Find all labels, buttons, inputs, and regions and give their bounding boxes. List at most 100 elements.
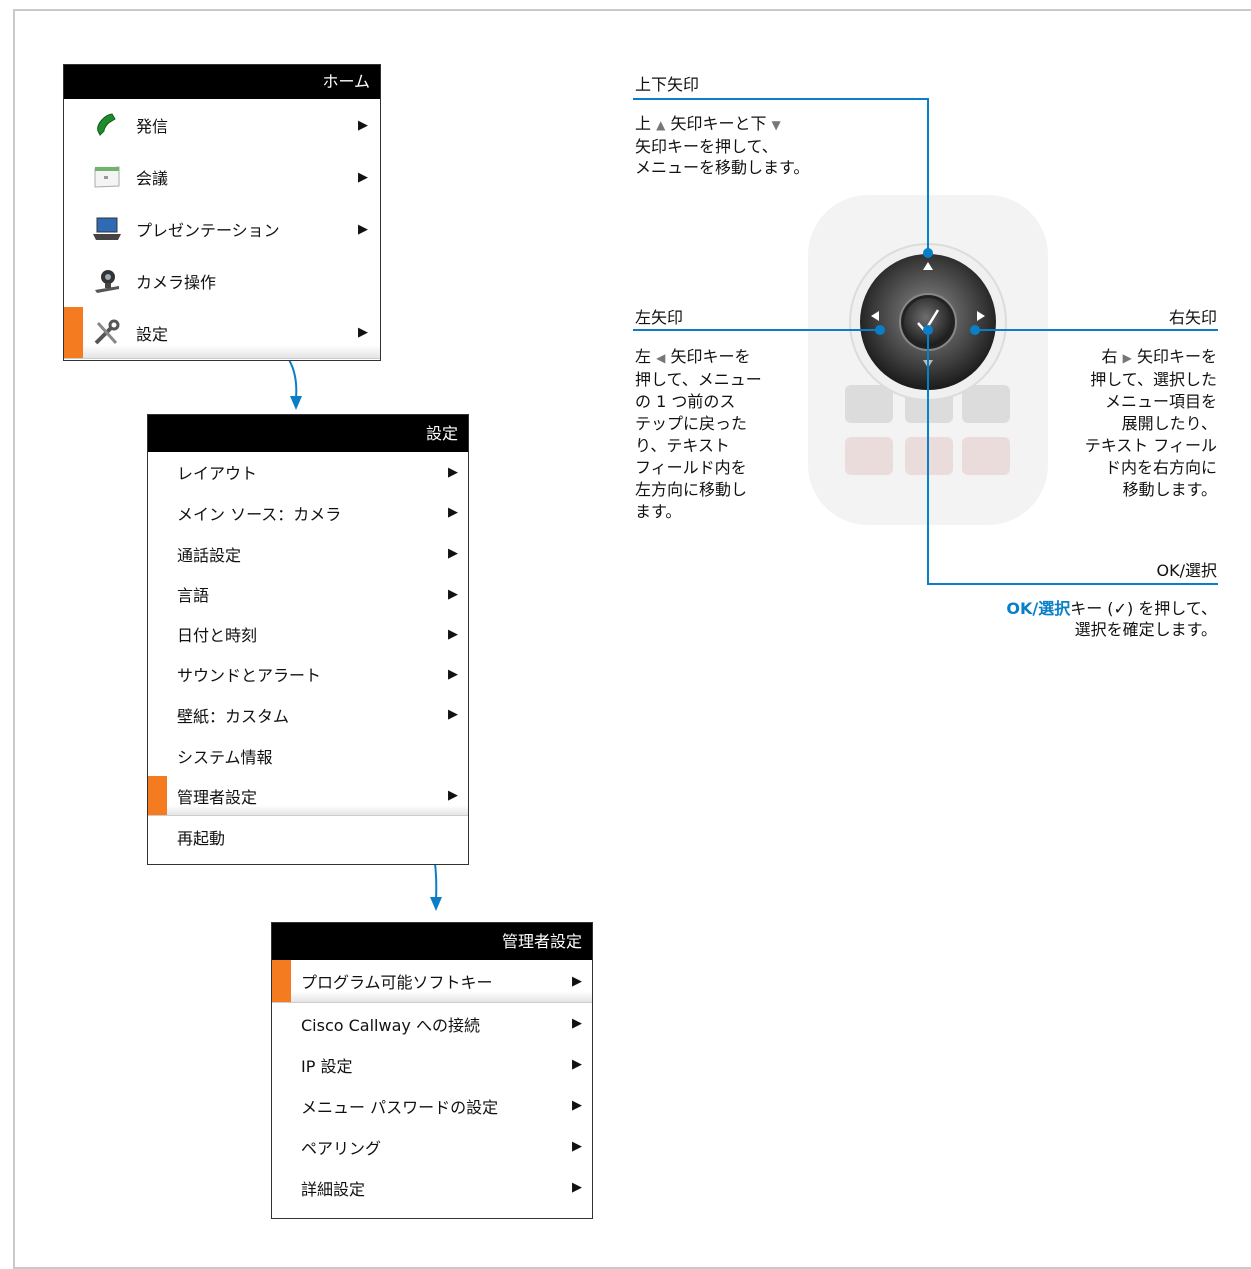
right-text-line: 押して、選択した <box>1090 370 1217 389</box>
left-callout-text: 左 ◀ 矢印キーを 押して、メニュー の 1 つ前のス テップに戻った り、テキ… <box>635 346 762 523</box>
right-text-segment: 矢印キーを <box>1136 347 1217 366</box>
menu-item-meeting[interactable]: 会議 ▶ <box>64 151 380 203</box>
menu-item-label: カメラ操作 <box>136 273 217 292</box>
menu-item-date-time[interactable]: 日付と時刻 ▶ <box>148 614 468 654</box>
admin-menu-title: 管理者設定 <box>272 923 592 960</box>
submenu-arrow-icon: ▶ <box>572 1139 582 1154</box>
menu-item-label: レイアウト <box>177 464 258 483</box>
menu-item-label: プログラム可能ソフトキー <box>301 973 493 992</box>
menu-item-label: 会議 <box>136 169 169 188</box>
ok-callout-text: OK/選択キー (✓) を押して、 選択を確定します。 <box>1006 598 1217 640</box>
updown-callout-text: 上 ▲ 矢印キーと下 ▼ 矢印キーを押して、 メニューを移動します。 <box>635 113 809 178</box>
submenu-arrow-icon: ▶ <box>448 707 458 722</box>
menu-item-programmable-softkeys[interactable]: プログラム可能ソフトキー ▶ <box>272 960 592 1003</box>
menu-item-sounds-alerts[interactable]: サウンドとアラート ▶ <box>148 654 468 694</box>
left-text-line: ます。 <box>635 502 682 521</box>
menu-item-label: 再起動 <box>177 828 226 848</box>
menu-item-callway[interactable]: Cisco Callway への接続 ▶ <box>272 1003 592 1044</box>
left-text-line: フィールド内を <box>635 458 747 477</box>
up-arrow-icon: ▲ <box>656 118 666 132</box>
submenu-arrow-icon: ▶ <box>358 169 368 185</box>
menu-item-label: IP 設定 <box>301 1056 353 1076</box>
right-text-line: テキスト フィール <box>1084 436 1217 455</box>
menu-item-system-info[interactable]: システム情報 <box>148 735 468 776</box>
submenu-arrow-icon: ▶ <box>448 546 458 561</box>
menu-item-label: メイン ソース：カメラ <box>177 504 342 524</box>
calendar-icon <box>90 162 124 192</box>
right-text-line: ド内を右方向に <box>1104 458 1217 477</box>
menu-item-label: 言語 <box>177 586 210 605</box>
left-arrow-icon: ◀ <box>656 351 666 365</box>
submenu-arrow-icon: ▶ <box>358 117 368 133</box>
settings-menu-title: 設定 <box>148 415 468 452</box>
submenu-arrow-icon: ▶ <box>448 464 458 480</box>
left-text-line: の 1 つ前のス <box>635 392 736 411</box>
left-text-segment: 矢印キーを <box>670 347 751 366</box>
menu-item-restart[interactable]: 再起動 <box>148 816 468 857</box>
menu-item-pairing[interactable]: ペアリング ▶ <box>272 1126 592 1167</box>
menu-item-label: 通話設定 <box>177 545 242 565</box>
submenu-arrow-icon: ▶ <box>572 1180 582 1195</box>
menu-item-label: サウンドとアラート <box>177 666 322 685</box>
right-text-line: 移動します。 <box>1122 480 1217 499</box>
right-text-line: メニュー項目を <box>1104 392 1217 411</box>
ok-text-segment: キー (✓) を押して、 <box>1070 599 1217 618</box>
down-arrow-icon: ▼ <box>771 118 781 132</box>
updown-text-line: 矢印キーを押して、 <box>635 137 778 156</box>
updown-callout-title: 上下矢印 <box>635 75 700 94</box>
menu-item-label: システム情報 <box>177 747 273 767</box>
menu-item-layout[interactable]: レイアウト ▶ <box>148 452 468 492</box>
menu-item-language[interactable]: 言語 ▶ <box>148 574 468 614</box>
updown-text-segment: 上 <box>635 114 652 133</box>
submenu-arrow-icon: ▶ <box>448 505 458 520</box>
selection-indicator <box>148 776 167 815</box>
selection-indicator <box>64 307 83 358</box>
menu-item-label: 詳細設定 <box>301 1179 366 1199</box>
menu-item-main-source[interactable]: メイン ソース：カメラ ▶ <box>148 492 468 533</box>
right-text-segment: 右 <box>1101 347 1118 366</box>
phone-icon <box>90 110 124 140</box>
right-callout-text: 右 ▶ 矢印キーを 押して、選択した メニュー項目を 展開したり、 テキスト フ… <box>1085 346 1217 501</box>
right-arrow-icon: ▶ <box>1122 351 1132 365</box>
ok-callout-title: OK/選択 <box>1156 561 1217 580</box>
home-menu: ホーム 発信 ▶ 会議 ▶ プレゼンテーション ▶ カメラ操作 設定 ▶ <box>63 64 381 361</box>
menu-item-camera[interactable]: カメラ操作 <box>64 255 380 307</box>
menu-item-call[interactable]: 発信 ▶ <box>64 99 380 151</box>
laptop-icon <box>90 214 124 244</box>
left-text-line: 左方向に移動し <box>635 480 748 499</box>
admin-settings-menu: 管理者設定 プログラム可能ソフトキー ▶ Cisco Callway への接続 … <box>271 922 593 1219</box>
menu-item-label: 管理者設定 <box>177 787 258 807</box>
ok-key-name: OK/選択 <box>1006 599 1071 618</box>
left-callout-title: 左矢印 <box>635 308 684 327</box>
right-text-line: 展開したり、 <box>1121 414 1217 433</box>
menu-item-label: ペアリング <box>301 1138 382 1158</box>
submenu-arrow-icon: ▶ <box>572 1016 582 1031</box>
submenu-arrow-icon: ▶ <box>448 666 458 682</box>
submenu-arrow-icon: ▶ <box>448 626 458 642</box>
menu-item-admin-settings[interactable]: 管理者設定 ▶ <box>148 776 468 816</box>
menu-item-call-settings[interactable]: 通話設定 ▶ <box>148 533 468 574</box>
left-text-line: り、テキスト <box>635 436 730 455</box>
menu-item-ip-settings[interactable]: IP 設定 ▶ <box>272 1044 592 1085</box>
settings-menu: 設定 レイアウト ▶ メイン ソース：カメラ ▶ 通話設定 ▶ 言語 ▶ 日付と… <box>147 414 469 865</box>
menu-item-wallpaper[interactable]: 壁紙：カスタム ▶ <box>148 694 468 735</box>
left-text-line: 押して、メニュー <box>635 370 762 389</box>
menu-item-label: Cisco Callway への接続 <box>301 1015 480 1035</box>
submenu-arrow-icon: ▶ <box>448 788 458 803</box>
menu-item-settings[interactable]: 設定 ▶ <box>64 307 380 359</box>
selection-indicator <box>272 960 291 1002</box>
ok-text-line: 選択を確定します。 <box>1074 620 1217 639</box>
camera-icon <box>90 266 124 296</box>
menu-item-menu-password[interactable]: メニュー パスワードの設定 ▶ <box>272 1085 592 1126</box>
menu-item-label: メニュー パスワードの設定 <box>301 1097 499 1117</box>
updown-text-line: メニューを移動します。 <box>635 158 810 177</box>
menu-item-label: 設定 <box>136 324 169 344</box>
submenu-arrow-icon: ▶ <box>448 586 458 602</box>
menu-item-presentation[interactable]: プレゼンテーション ▶ <box>64 203 380 255</box>
menu-item-advanced-settings[interactable]: 詳細設定 ▶ <box>272 1167 592 1208</box>
menu-item-label: 発信 <box>136 117 169 136</box>
left-text-segment: 左 <box>635 347 652 366</box>
right-callout-title: 右矢印 <box>1168 308 1217 327</box>
submenu-arrow-icon: ▶ <box>358 221 368 237</box>
